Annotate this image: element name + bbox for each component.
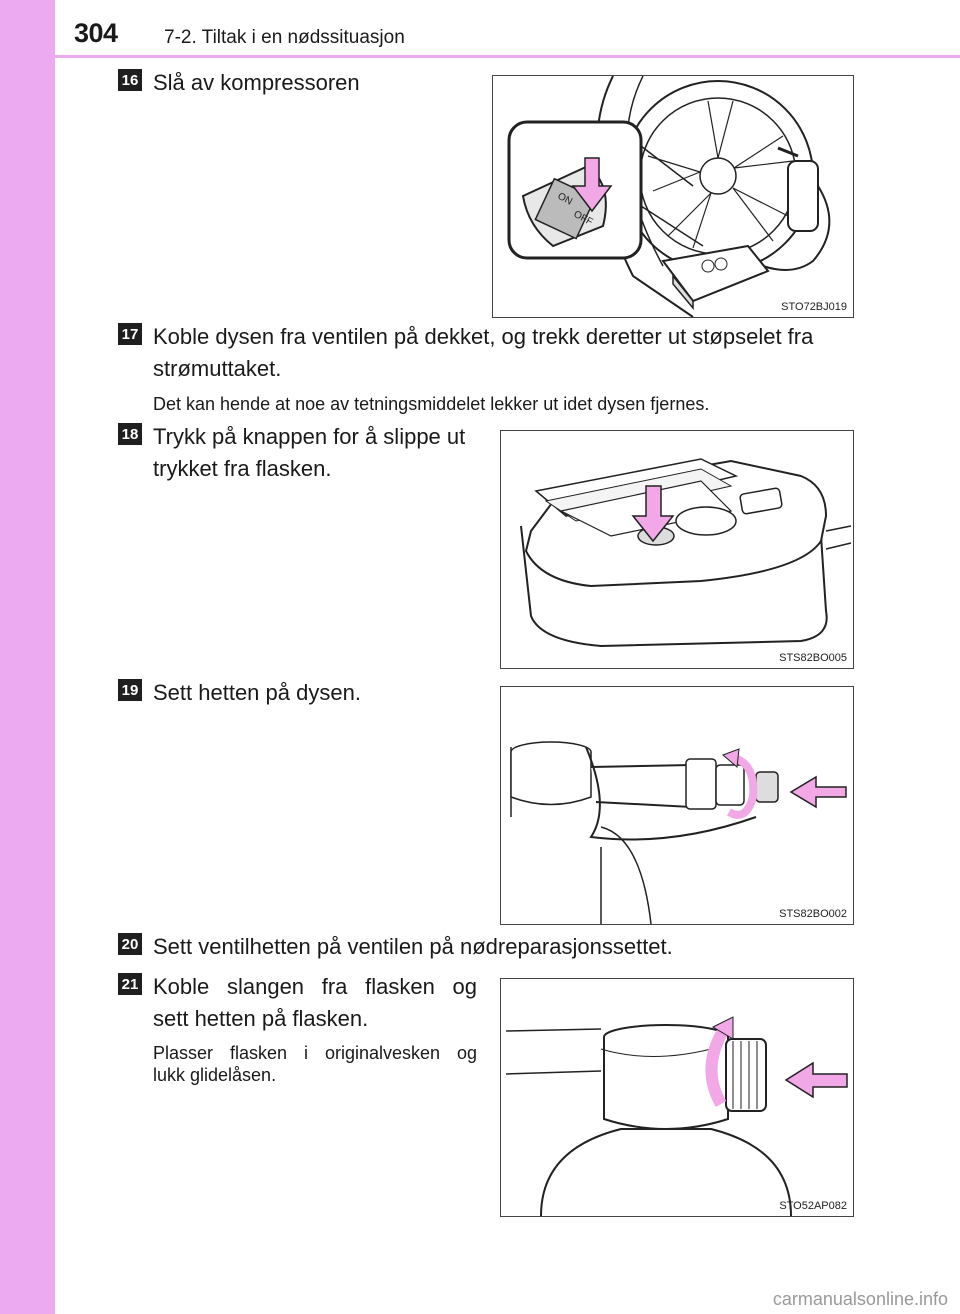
header-rule: [55, 55, 960, 58]
step-16-text: Slå av kompressoren: [153, 70, 360, 95]
figure-bottle-cap: STO52AP082: [500, 978, 854, 1217]
watermark: carmanualsonline.info: [772, 1289, 948, 1309]
step-21-note-line1: Plasser flasken i originalvesken og: [153, 1043, 477, 1063]
push-arrow-icon: [789, 775, 847, 809]
step-18-text-line2: trykket fra flasken.: [153, 456, 332, 481]
step-21-text-line1: Koble slangen fra flasken og: [153, 974, 477, 999]
page-sidebar-tab: [0, 0, 55, 1314]
page-number: 304: [74, 18, 118, 48]
step-badge-21: 21: [118, 973, 142, 995]
press-arrow-icon: [571, 157, 613, 213]
step-21-text-line2: sett hetten på flasken.: [153, 1006, 369, 1031]
release-button-illustration: [520, 458, 852, 648]
push-arrow-icon: [784, 1061, 848, 1099]
step-badge-17: 17: [118, 323, 142, 345]
bottle-cap-illustration: [505, 1016, 848, 1216]
step-badge-19: 19: [118, 679, 142, 701]
figure-compressor-switch: ON OFF STO72BJ019: [492, 75, 854, 318]
press-arrow-icon: [631, 485, 675, 543]
section-title: 7-2. Tiltak i en nødssituasjon: [164, 27, 405, 48]
step-18-text-line1: Trykk på knappen for å slippe ut: [153, 424, 466, 449]
step-17-note: Det kan hende at noe av tetningsmiddelet…: [153, 394, 710, 414]
step-17-text-line2: strømuttaket.: [153, 356, 282, 381]
figure-code: STO72BJ019: [781, 301, 847, 313]
compressor-switch-illustration: ON OFF: [507, 76, 831, 317]
step-badge-18: 18: [118, 423, 142, 445]
step-17-text-line1: Koble dysen fra ventilen på dekket, og t…: [153, 324, 814, 349]
step-19-text: Sett hetten på dysen.: [153, 680, 361, 705]
figure-code: STS82BO002: [779, 908, 847, 920]
step-20-text: Sett ventilhetten på ventilen på nødrepa…: [153, 934, 673, 959]
nozzle-cap-illustration: [510, 741, 847, 924]
figure-code: STS82BO005: [779, 652, 847, 664]
step-badge-20: 20: [118, 933, 142, 955]
step-21-note-line2: lukk glidelåsen.: [153, 1065, 277, 1085]
figure-nozzle-cap: STS82BO002: [500, 686, 854, 925]
figure-code: STO52AP082: [779, 1200, 847, 1212]
step-badge-16: 16: [118, 69, 142, 91]
figure-release-button: STS82BO005: [500, 430, 854, 669]
